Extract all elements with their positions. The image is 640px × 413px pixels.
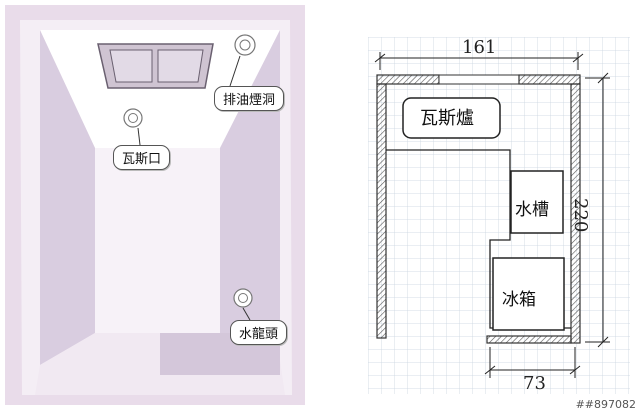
gas-outlet-icon bbox=[123, 108, 143, 146]
exhaust-label: 排油煙洞 bbox=[214, 86, 285, 111]
floor-plan bbox=[368, 37, 630, 394]
fridge-label: 冰箱 bbox=[502, 290, 536, 310]
sink-box bbox=[510, 170, 564, 234]
sink-label: 水槽 bbox=[515, 200, 549, 220]
window bbox=[97, 43, 214, 89]
stove-label: 瓦斯爐 bbox=[420, 108, 474, 129]
left-wall bbox=[40, 30, 95, 365]
faucet-label: 水龍頭 bbox=[230, 320, 288, 345]
plan-window bbox=[438, 74, 520, 85]
dimension-bottom bbox=[484, 347, 581, 378]
perspective-view bbox=[5, 5, 305, 405]
dimension-right-label: 220 bbox=[570, 198, 591, 233]
dimension-right bbox=[585, 72, 610, 348]
ceiling bbox=[40, 30, 280, 148]
watermark: ##897082 bbox=[575, 398, 636, 411]
gas-outlet-label: 瓦斯口 bbox=[113, 145, 171, 170]
right-wall bbox=[220, 30, 280, 360]
dimension-top bbox=[374, 52, 584, 70]
faucet-icon bbox=[233, 288, 253, 321]
stove-box bbox=[402, 97, 501, 139]
fridge-box bbox=[492, 257, 565, 331]
plan-grid bbox=[368, 37, 630, 394]
dimension-top-label: 161 bbox=[462, 37, 497, 58]
dimension-bottom-label: 73 bbox=[523, 373, 546, 394]
exhaust-hole-icon bbox=[229, 34, 256, 87]
back-wall bbox=[95, 148, 220, 333]
plan-walls bbox=[376, 74, 581, 344]
